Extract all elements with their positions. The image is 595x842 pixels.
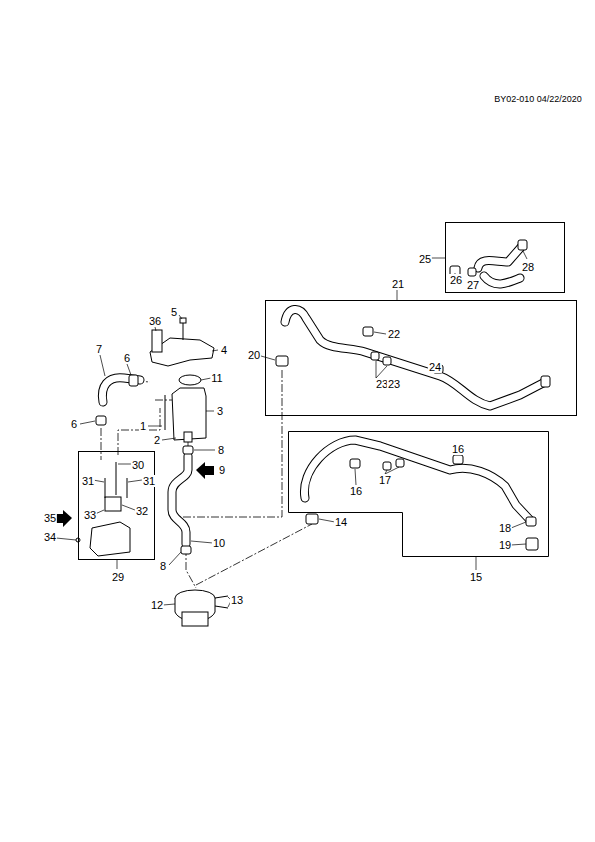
callout-number: 29 — [111, 571, 125, 583]
callout-number: 36 — [148, 315, 162, 327]
callout-number: 5 — [170, 306, 178, 318]
group-frame: 25262728 — [445, 222, 565, 293]
callout-number: 35 — [43, 512, 57, 524]
callout-number: 2 — [153, 434, 161, 446]
callout-number: 22 — [387, 328, 401, 340]
group-frame: 293031313233 — [78, 451, 155, 560]
callout-number: 21 — [391, 278, 405, 290]
callout-number: 6 — [70, 418, 78, 430]
callout-number: 15 — [469, 571, 483, 583]
callout-number: 18 — [498, 522, 512, 534]
callout-number: 31 — [81, 475, 95, 487]
callout-number: 30 — [131, 459, 145, 471]
callout-number: 20 — [247, 349, 261, 361]
callout-number: 10 — [212, 537, 226, 549]
group-frame: 151616171819 — [288, 431, 549, 557]
callout-number: 16 — [451, 443, 465, 455]
callout-number: 24 — [428, 361, 442, 373]
callout-number: 26 — [449, 274, 463, 286]
callout-number: 19 — [498, 539, 512, 551]
callout-number: 9 — [218, 464, 226, 476]
callout-number: 13 — [230, 594, 244, 606]
callout-number: 27 — [466, 279, 480, 291]
drawing-code: BY02-010 04/22/2020 — [493, 93, 583, 105]
callout-number: 12 — [150, 599, 164, 611]
callout-number: 14 — [334, 516, 348, 528]
group-frame: 2122232324 — [265, 300, 577, 416]
callout-number: 1 — [139, 420, 147, 432]
callout-number: 8 — [217, 444, 225, 456]
callout-number: 34 — [43, 531, 57, 543]
callout-number: 3 — [216, 405, 224, 417]
callout-number: 4 — [220, 344, 228, 356]
callout-number: 28 — [521, 261, 535, 273]
callout-number: 33 — [83, 509, 97, 521]
callout-number: 32 — [135, 505, 149, 517]
callout-number: 31 — [142, 475, 156, 487]
callout-number: 7 — [95, 343, 103, 355]
callout-number: 6 — [123, 352, 131, 364]
callout-number: 16 — [349, 485, 363, 497]
callout-number: 17 — [378, 474, 392, 486]
callout-number: 11 — [210, 372, 223, 384]
callout-number: 25 — [418, 253, 432, 265]
callout-number: 8 — [159, 560, 167, 572]
callout-number: 23 — [387, 378, 401, 390]
